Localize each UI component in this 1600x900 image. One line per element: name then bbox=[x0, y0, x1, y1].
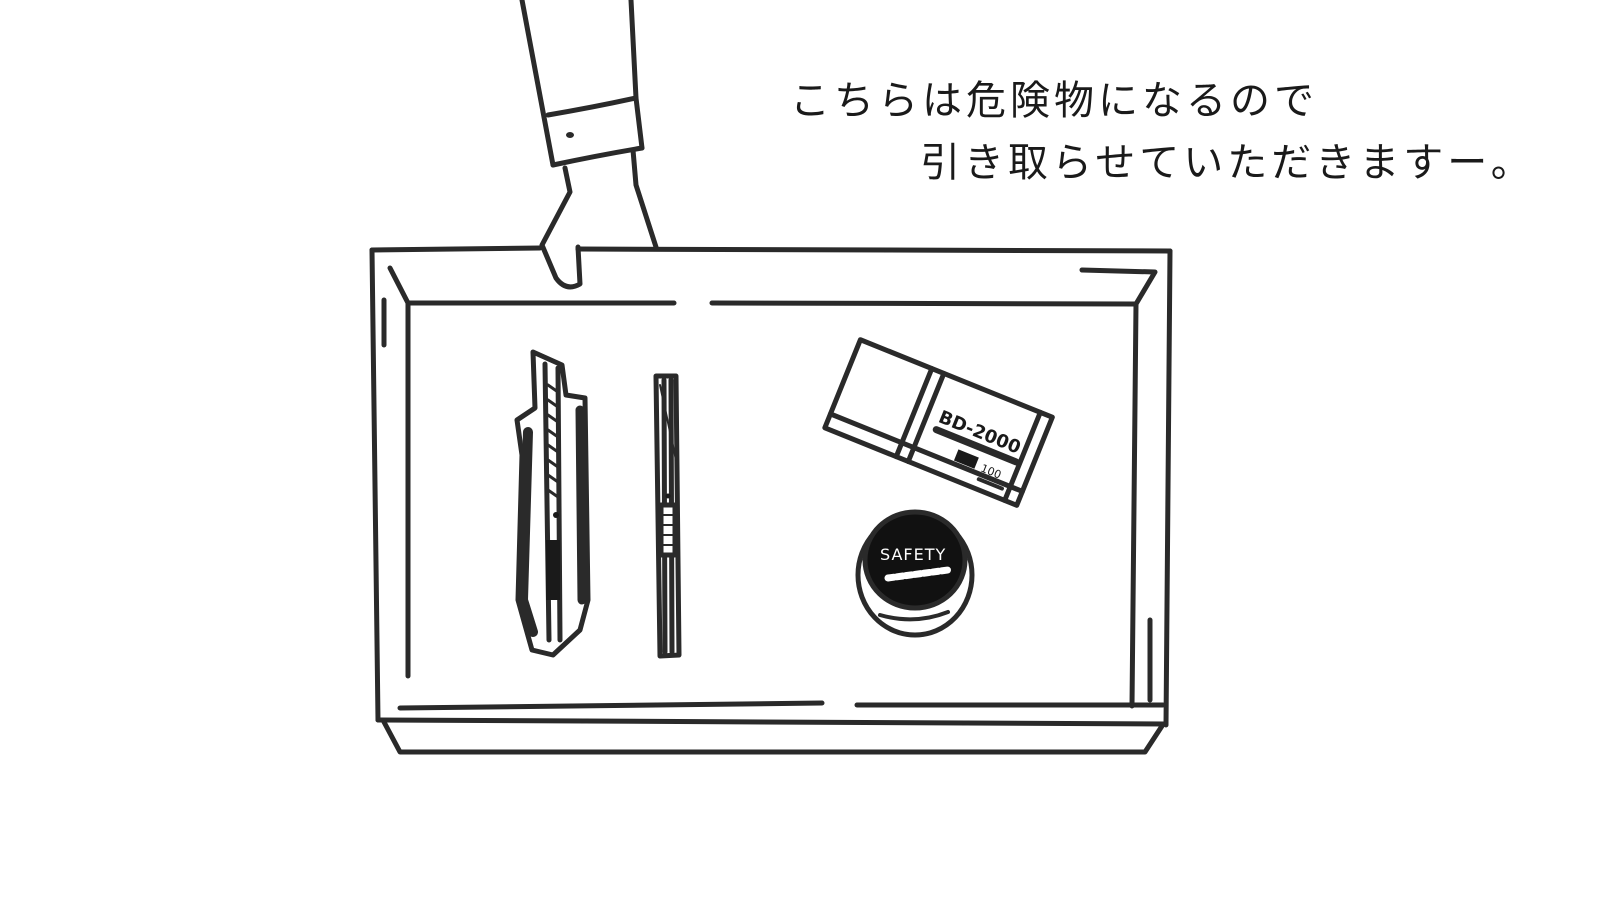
large-utility-knife bbox=[514, 349, 591, 658]
speech-caption-line-1: こちらは危険物になるので bbox=[790, 78, 1318, 124]
blade-case: BD-2000 100 bbox=[822, 337, 1055, 508]
hand bbox=[539, 147, 659, 290]
tray-inner bbox=[381, 265, 1166, 711]
speech-caption-line-2: 引き取らせていただきますー。 bbox=[920, 140, 1535, 186]
slim-utility-knife bbox=[653, 373, 682, 659]
arm-sleeve bbox=[519, 0, 645, 168]
svg-text:SAFETY: SAFETY bbox=[880, 545, 946, 564]
blade-disposal-container: SAFETY bbox=[855, 509, 975, 638]
tray-outer bbox=[369, 245, 1173, 755]
